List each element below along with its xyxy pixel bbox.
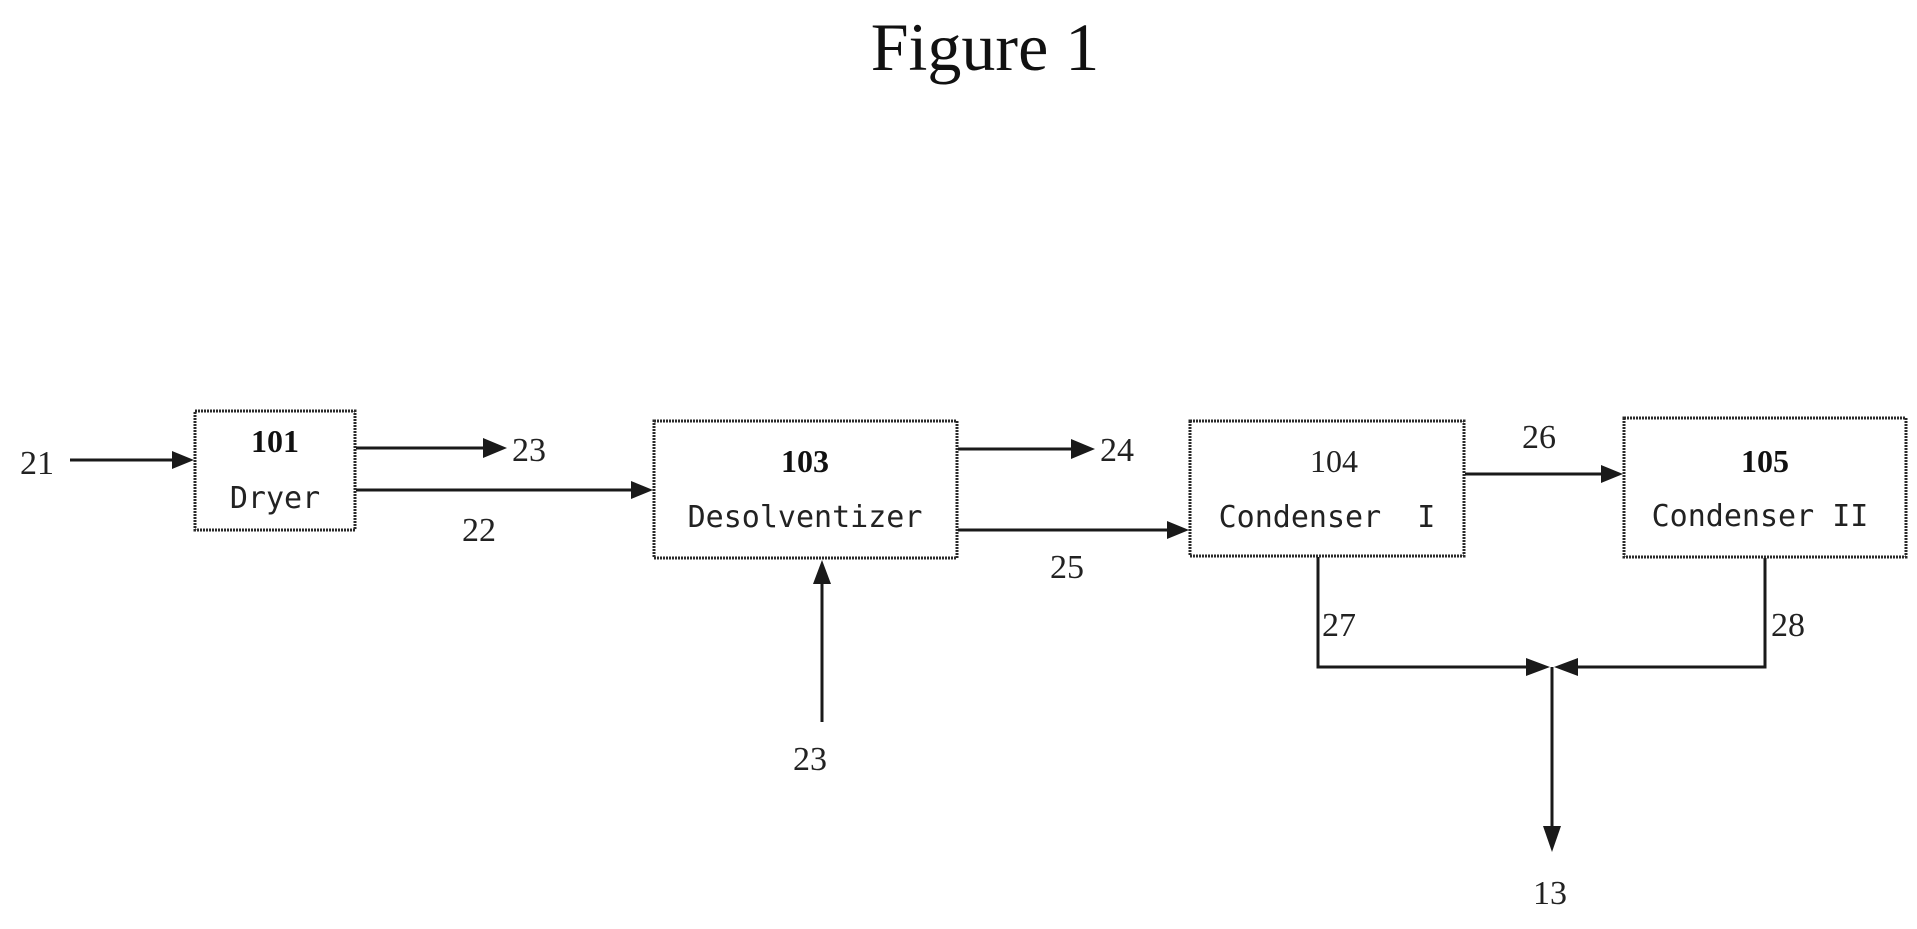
stream-25-arrowhead: [1167, 521, 1189, 539]
desolventizer-unit: 103 Desolventizer: [654, 421, 957, 558]
stream-27-label: 27: [1322, 607, 1356, 644]
stream-13-label: 13: [1533, 875, 1567, 912]
dryer-unit: 101 Dryer: [195, 411, 355, 530]
stream-23-dryer-label: 23: [512, 432, 546, 469]
stream-23-desolventizer-arrowhead: [813, 560, 831, 584]
dryer-name: Dryer: [230, 481, 320, 516]
stream-28-label: 28: [1771, 607, 1805, 644]
condenser-1-name: Condenser I: [1219, 500, 1436, 535]
stream-28-line: [1574, 558, 1765, 667]
stream-26-arrowhead: [1601, 465, 1623, 483]
condenser-1-id: 104: [1310, 443, 1358, 479]
condenser-2-unit: 105 Condenser II: [1624, 418, 1906, 557]
figure-title: Figure 1: [871, 9, 1100, 85]
stream-22-label: 22: [462, 512, 496, 549]
condenser-1-box: [1190, 421, 1464, 556]
dryer-id: 101: [251, 423, 299, 459]
condenser-2-box: [1624, 418, 1906, 557]
stream-24-label: 24: [1100, 432, 1134, 469]
stream-23-desolventizer-label: 23: [793, 741, 827, 778]
desolventizer-box: [654, 421, 957, 558]
stream-22-arrowhead: [631, 481, 653, 499]
stream-26-label: 26: [1522, 419, 1556, 456]
stream-21-label: 21: [20, 445, 54, 482]
condenser-1-unit: 104 Condenser I: [1190, 421, 1464, 556]
stream-21-arrowhead: [172, 451, 194, 469]
stream-23-dryer-arrowhead: [483, 438, 507, 458]
stream-13-arrowhead: [1543, 826, 1561, 852]
condenser-2-id: 105: [1741, 443, 1789, 479]
desolventizer-name: Desolventizer: [688, 500, 923, 535]
desolventizer-id: 103: [781, 443, 829, 479]
stream-24-arrowhead: [1071, 439, 1095, 459]
stream-27-arrowhead: [1526, 658, 1550, 676]
stream-25-label: 25: [1050, 549, 1084, 586]
stream-28-arrowhead: [1554, 658, 1578, 676]
condenser-2-name: Condenser II: [1652, 499, 1869, 534]
